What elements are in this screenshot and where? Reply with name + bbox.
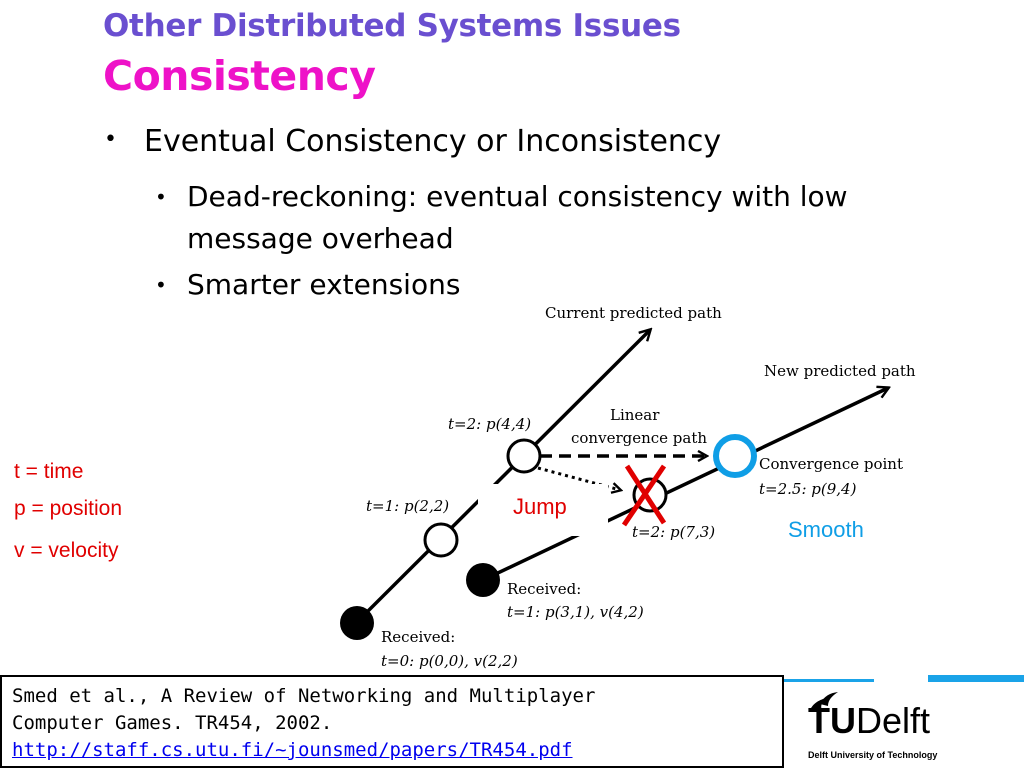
- citation-line-1: Smed et al., A Review of Networking and …: [12, 685, 596, 707]
- smooth-label: Smooth: [788, 517, 864, 542]
- bullet-text: Eventual Consistency or Inconsistency: [144, 124, 722, 159]
- dead-reckoning-diagram: Current predicted path New predicted pat…: [340, 304, 916, 670]
- current-path-label: Current predicted path: [545, 304, 722, 322]
- t2-p44-label: t=2: p(4,4): [448, 415, 531, 433]
- legend-velocity: v = velocity: [14, 539, 119, 562]
- flame-icon: [810, 692, 838, 710]
- logo-area: [786, 682, 1024, 768]
- received-point-t0: [340, 606, 374, 640]
- bullet-dot: •: [155, 273, 167, 297]
- bullet-text: Dead-reckoning: eventual consistency wit…: [187, 180, 848, 255]
- citation-line-2: Computer Games. TR454, 2002.: [12, 712, 333, 734]
- convergence-point-circle: [713, 434, 757, 478]
- citation-link-line: http://staff.cs.utu.fi/~jounsmed/papers/…: [12, 737, 782, 764]
- received-values-1: t=1: p(3,1), v(4,2): [507, 603, 644, 621]
- convergence-point-label: Convergence point: [759, 455, 903, 473]
- new-path-label: New predicted path: [764, 362, 916, 380]
- legend-time: t = time: [14, 460, 84, 483]
- predicted-point-t1: [423, 522, 459, 558]
- received-label-0: Received:: [381, 628, 455, 646]
- convergence-time-label: t=2.5: p(9,4): [759, 480, 857, 498]
- bullet-text: Smarter extensions: [187, 268, 461, 301]
- received-label-1: Received:: [507, 580, 581, 598]
- logo-tagline: Delft University of Technology: [808, 750, 938, 760]
- bullet-dot: •: [155, 185, 167, 209]
- slide-title: Other Distributed Systems Issues: [103, 8, 681, 44]
- t1-p22-label: t=1: p(2,2): [366, 497, 449, 515]
- citation-box: Smed et al., A Review of Networking and …: [0, 675, 784, 768]
- convergence-path-label: convergence path: [571, 429, 707, 447]
- jump-label-backing: [478, 484, 608, 536]
- t2-p73-label: t=2: p(7,3): [632, 523, 715, 541]
- slide-subtitle: Consistency: [103, 52, 376, 100]
- linear-label: Linear: [610, 406, 660, 424]
- new-predicted-path-line: [482, 388, 888, 582]
- logo-delft: Delft: [856, 700, 931, 741]
- predicted-point-t2: [506, 438, 542, 474]
- red-x-icon: [621, 464, 667, 527]
- tudelft-logo-text: TUDelft: [808, 700, 930, 742]
- received-values-0: t=0: p(0,0), v(2,2): [381, 652, 518, 670]
- received-point-t1: [466, 563, 500, 597]
- logo-top-bar: [784, 675, 1024, 682]
- bullet-dot: •: [104, 127, 117, 152]
- jump-label: Jump: [513, 494, 567, 519]
- citation-link[interactable]: http://staff.cs.utu.fi/~jounsmed/papers/…: [12, 739, 573, 761]
- legend-position: p = position: [14, 497, 122, 520]
- logo-tu: TU: [808, 700, 856, 741]
- current-predicted-path-line: [355, 330, 650, 624]
